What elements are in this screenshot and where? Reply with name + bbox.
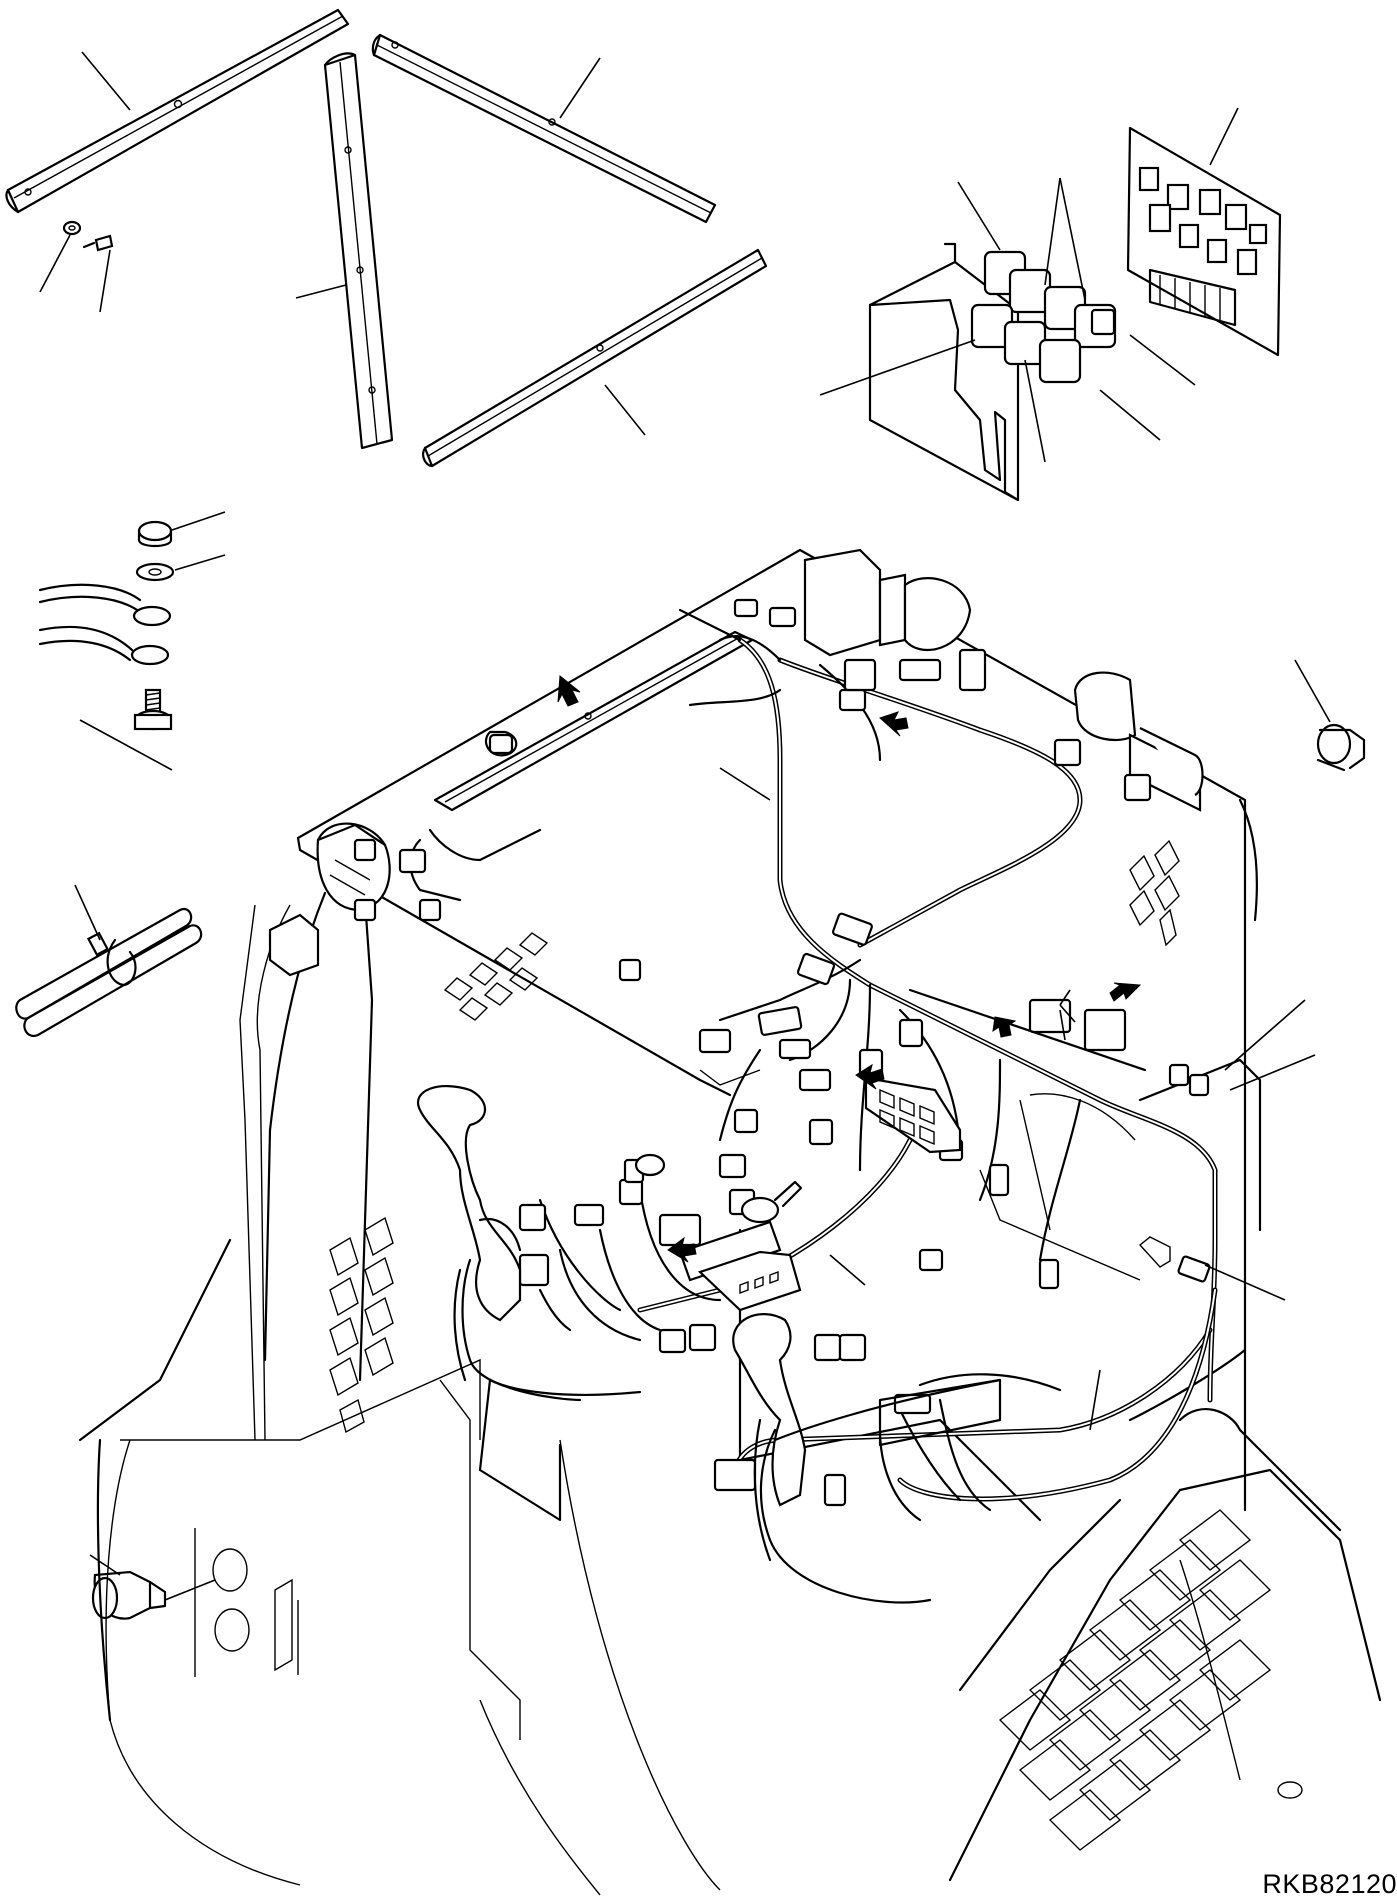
fuse-panel — [1126, 126, 1282, 357]
rear-wall — [699, 988, 1171, 1281]
switch-bottom-left — [91, 1570, 167, 1620]
rail-bottom — [422, 248, 768, 468]
drawing-code: RKB82120 — [1262, 1869, 1397, 1899]
side-panel — [194, 1528, 299, 1677]
cab-vents-side — [329, 1216, 394, 1434]
track-crawler — [948, 1408, 1382, 1882]
relay-unit-left — [268, 913, 320, 977]
work-light-left — [316, 822, 391, 912]
key-switch — [634, 1153, 803, 1224]
relay-unit-rear — [803, 548, 972, 657]
relay-group — [970, 250, 1117, 384]
joystick-right — [732, 1313, 932, 1604]
switch-panel-center — [864, 1076, 962, 1154]
ground-terminal-stack — [38, 520, 175, 731]
roof-beam — [433, 630, 754, 812]
washer — [62, 220, 82, 236]
switch-right — [1316, 723, 1366, 772]
cable-tie — [15, 907, 203, 1038]
rail-top-right — [371, 33, 717, 224]
cab-vents-top — [443, 839, 1180, 1021]
bolt-small — [82, 234, 114, 252]
work-light-right — [1073, 671, 1204, 812]
console-left — [678, 1220, 802, 1312]
rail-vertical — [323, 52, 394, 450]
joystick-left — [417, 1085, 582, 1402]
side-console-right — [773, 1373, 1062, 1447]
rail-top-left — [5, 8, 350, 214]
arrow-indicators — [557, 675, 1142, 1263]
roof-stud — [488, 733, 514, 755]
